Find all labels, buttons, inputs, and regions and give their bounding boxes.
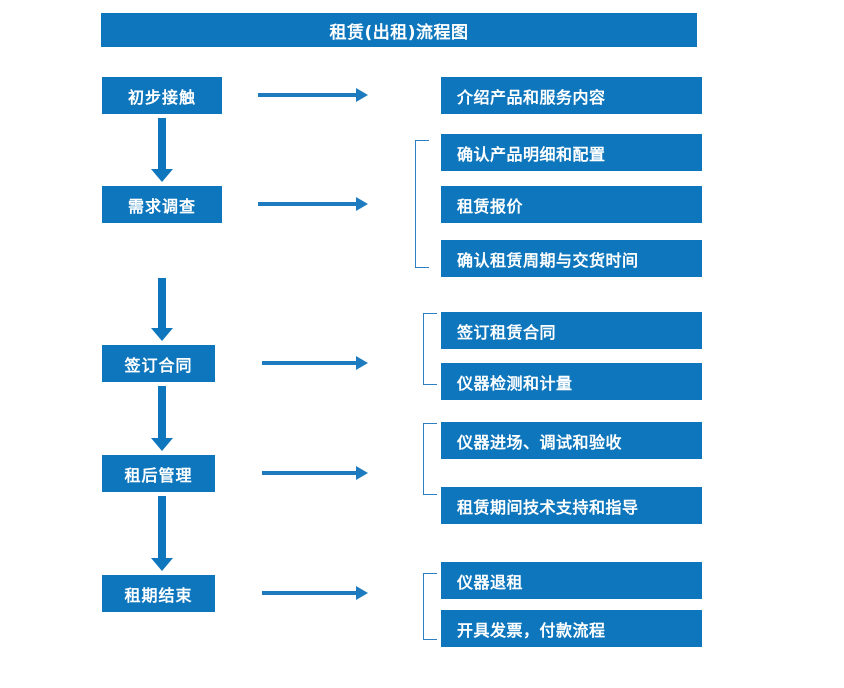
detail-box-invoice-payment[interactable]: 开具发票，付款流程 [441,610,702,647]
bracket-sign-contract-group [423,313,437,385]
detail-box-confirm-product-details[interactable]: 确认产品明细和配置 [441,134,702,171]
flow-arrow-demand-survey [258,197,368,211]
flow-arrow-post-rental-management [262,466,368,480]
flowchart-title: 租赁(出租)流程图 [101,13,697,47]
connector-arrow-survey-to-contract [147,278,177,341]
detail-box-instrument-return[interactable]: 仪器退租 [441,562,702,599]
connector-arrow-contract-to-management [147,386,177,451]
stage-box-rental-end[interactable]: 租期结束 [102,575,215,612]
detail-box-technical-support[interactable]: 租赁期间技术支持和指导 [441,487,702,524]
detail-box-confirm-rental-period[interactable]: 确认租赁周期与交货时间 [441,240,702,277]
flow-arrow-rental-end [262,586,368,600]
stage-box-initial-contact[interactable]: 初步接触 [102,77,222,114]
flow-arrow-sign-contract [262,356,368,370]
bracket-demand-survey-group [415,140,429,268]
detail-box-introduce-products[interactable]: 介绍产品和服务内容 [441,77,702,114]
stage-box-demand-survey[interactable]: 需求调查 [102,186,222,223]
detail-box-instrument-entry-commissioning[interactable]: 仪器进场、调试和验收 [441,422,702,459]
flow-arrow-initial-contact [258,88,368,102]
connector-arrow-contact-to-survey [147,118,177,182]
bracket-rental-end-group [423,573,437,640]
bracket-post-rental-group [423,423,437,495]
detail-box-instrument-inspection[interactable]: 仪器检测和计量 [441,363,702,400]
connector-arrow-management-to-end [147,496,177,571]
detail-box-sign-rental-contract[interactable]: 签订租赁合同 [441,312,702,349]
detail-box-rental-quotation[interactable]: 租赁报价 [441,186,702,223]
stage-box-sign-contract[interactable]: 签订合同 [102,345,215,382]
stage-box-post-rental-management[interactable]: 租后管理 [102,455,215,492]
